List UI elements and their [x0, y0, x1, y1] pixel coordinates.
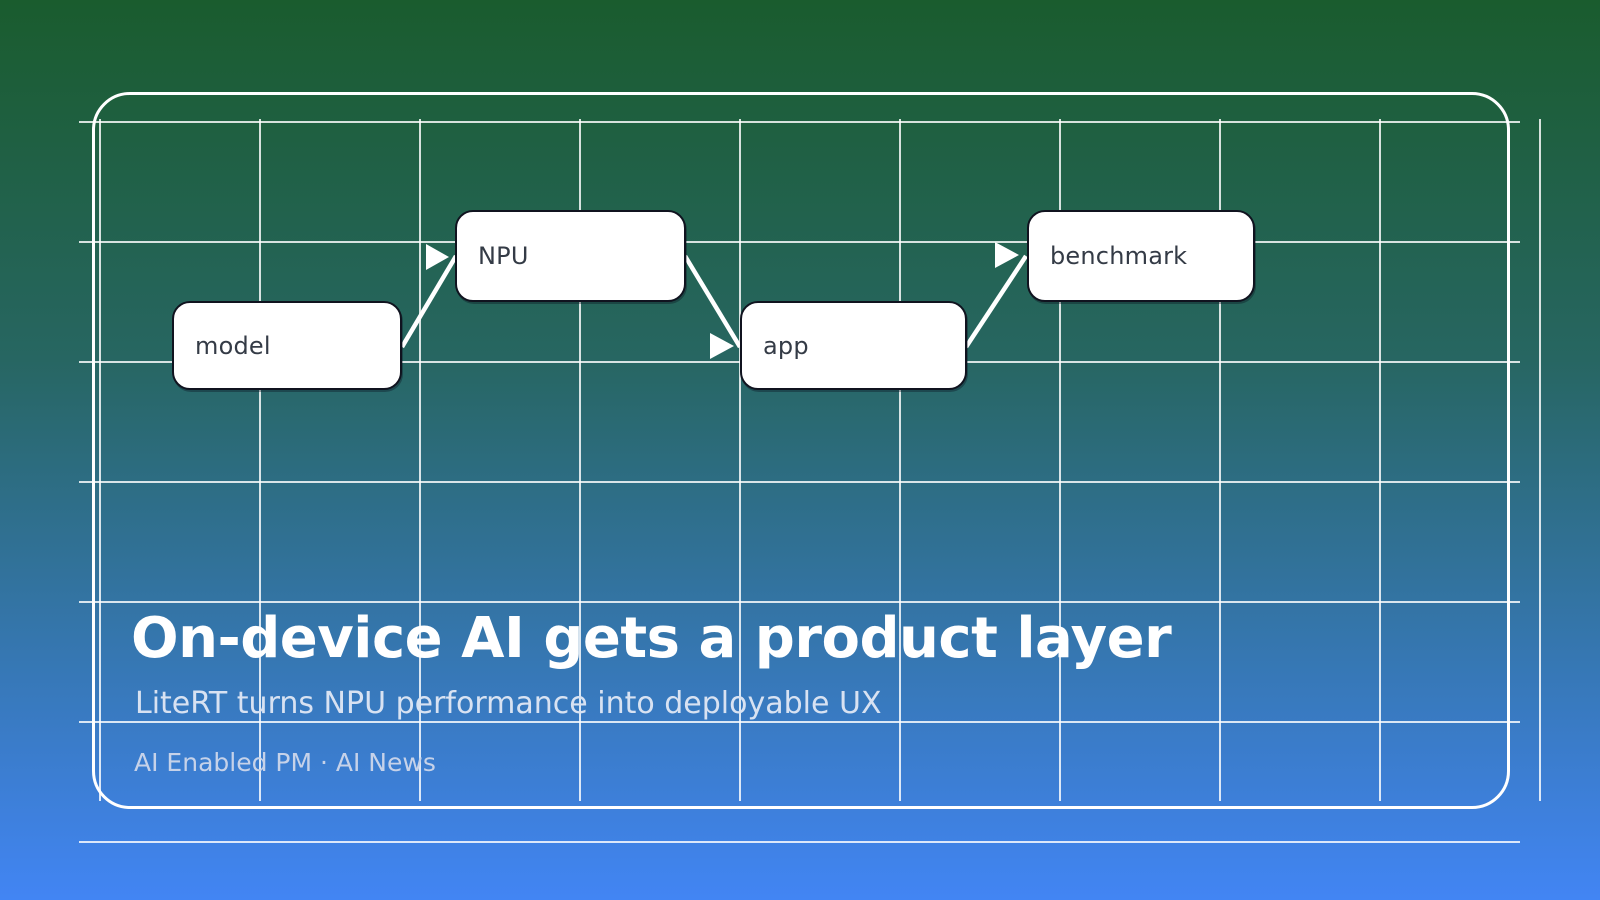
node-label: NPU	[478, 242, 529, 270]
node-label: app	[763, 331, 809, 360]
arrow-right-icon	[710, 333, 734, 359]
edge-npu-app	[683, 254, 742, 359]
node-label: model	[195, 331, 271, 360]
flow-node-benchmark: benchmark	[1027, 210, 1255, 302]
arrow-right-icon	[426, 244, 449, 270]
background-grid-horizontal	[79, 121, 1520, 844]
edge-model-npu	[400, 244, 458, 349]
slide-byline: AI Enabled PM · AI News	[134, 748, 436, 777]
arrow-right-icon	[995, 242, 1019, 268]
slide-title: On-device AI gets a product layer	[131, 606, 1172, 671]
edge-app-benchmark	[964, 242, 1028, 349]
flow-node-npu: NPU	[455, 210, 686, 302]
flow-node-app: app	[740, 301, 967, 390]
flow-node-model: model	[172, 301, 402, 390]
slide-subtitle: LiteRT turns NPU performance into deploy…	[135, 686, 882, 721]
node-label: benchmark	[1050, 242, 1188, 270]
slide-frame	[92, 92, 1510, 809]
